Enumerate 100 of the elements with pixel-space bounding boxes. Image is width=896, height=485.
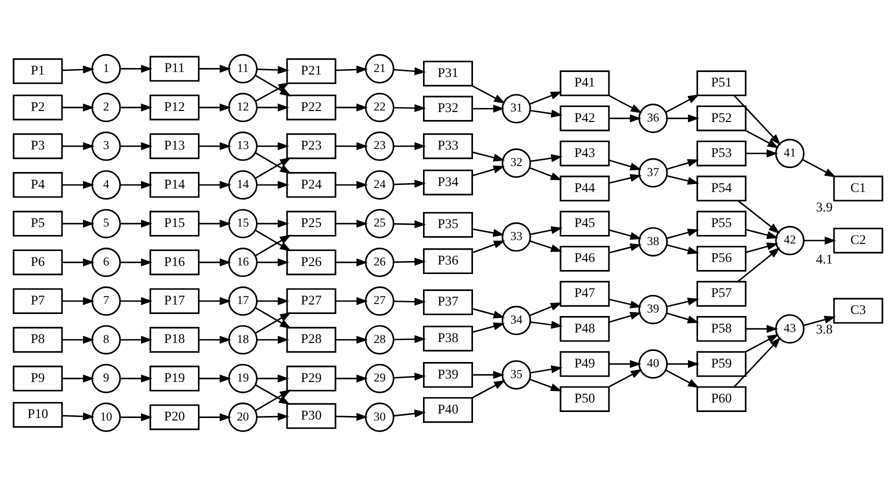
arrow <box>336 219 368 228</box>
arrow <box>666 228 700 239</box>
arrow <box>472 380 506 398</box>
node-circle: 28 <box>364 324 394 354</box>
arrow <box>120 374 152 382</box>
node-circle: 31 <box>502 93 532 123</box>
arrow <box>529 378 562 391</box>
arrow <box>802 158 836 177</box>
arrow <box>529 166 562 180</box>
arrow <box>529 302 562 316</box>
node-circle: 35 <box>502 360 532 390</box>
node-box: C2 <box>833 227 884 253</box>
arrow <box>336 102 368 111</box>
arrow <box>62 374 94 382</box>
node-box: P10 <box>12 401 63 428</box>
arrow <box>803 315 836 326</box>
arrow <box>393 409 426 417</box>
node-box: P52 <box>696 104 746 131</box>
node-box: P37 <box>423 288 473 315</box>
node-circle: 40 <box>638 348 668 378</box>
node-circle: 4 <box>91 170 121 200</box>
node-box: P50 <box>560 386 610 412</box>
node-box: P57 <box>696 280 746 306</box>
arrow <box>255 82 290 102</box>
node-box: P42 <box>560 104 610 131</box>
arrow <box>472 165 505 176</box>
node-box: P1 <box>12 58 63 84</box>
node-box: P22 <box>286 94 336 120</box>
node-box: P55 <box>696 210 746 236</box>
node-box: P7 <box>12 288 63 314</box>
arrow <box>734 336 781 387</box>
node-circle: 42 <box>775 225 805 255</box>
node-box: P38 <box>423 325 473 351</box>
node-box: P26 <box>286 248 336 275</box>
arrow <box>256 258 290 266</box>
node-box: P51 <box>696 70 746 96</box>
arrow <box>530 109 563 118</box>
arrow <box>608 298 642 308</box>
arrow <box>608 94 642 113</box>
arrow <box>255 156 292 178</box>
node-box: P44 <box>560 175 610 201</box>
node-circle: 6 <box>91 247 121 277</box>
node-box: P14 <box>150 172 200 198</box>
node-box: P18 <box>150 326 200 352</box>
arrow <box>666 174 700 184</box>
node-box: P21 <box>286 58 336 84</box>
node-box: P12 <box>150 94 200 120</box>
arrow <box>198 374 232 382</box>
arrow <box>745 334 779 352</box>
arrow <box>666 244 700 254</box>
arrow <box>255 229 292 251</box>
arrow <box>394 220 426 228</box>
node-box: P28 <box>286 326 336 352</box>
arrow <box>609 360 642 368</box>
node-box: P24 <box>286 172 336 198</box>
arrow <box>608 368 642 387</box>
arrow <box>394 142 426 150</box>
arrow <box>198 180 232 188</box>
node-box: P41 <box>560 70 610 96</box>
node-label: 3.8 <box>816 321 833 336</box>
node-circle: 39 <box>638 294 668 324</box>
arrow <box>608 242 642 253</box>
arrow <box>734 94 781 145</box>
arrow <box>666 158 700 170</box>
node-box: P17 <box>150 288 200 314</box>
node-box: P23 <box>286 132 336 159</box>
node-box: P60 <box>696 386 746 412</box>
arrow <box>472 104 505 112</box>
node-circle: 33 <box>502 222 532 252</box>
node-circle: 12 <box>228 92 258 122</box>
arrow <box>394 179 426 188</box>
node-box: P58 <box>696 316 746 342</box>
arrow <box>255 312 292 334</box>
arrow <box>198 64 232 72</box>
arrow <box>530 154 563 162</box>
node-box: P32 <box>423 95 473 122</box>
node-circle: 41 <box>775 138 805 168</box>
arrow <box>198 258 232 266</box>
arrow <box>667 360 700 368</box>
arrow <box>62 180 94 188</box>
node-circle: 9 <box>91 363 121 393</box>
arrow <box>255 306 292 328</box>
arrow <box>336 65 368 74</box>
arrow <box>198 102 232 111</box>
node-circle: 20 <box>228 402 258 432</box>
node-circle: 22 <box>364 92 394 122</box>
arrow <box>62 335 94 344</box>
arrow <box>394 372 426 380</box>
node-circle: 16 <box>228 247 258 277</box>
arrow <box>255 384 290 404</box>
node-box: P5 <box>12 210 63 236</box>
node-box: P13 <box>150 132 200 159</box>
node-box: P20 <box>150 404 200 430</box>
arrow <box>62 219 94 228</box>
node-circle: 36 <box>638 103 668 133</box>
node-box: P43 <box>560 140 610 166</box>
arrow <box>336 335 368 344</box>
node-box: P46 <box>560 245 610 272</box>
node-box: P54 <box>696 175 746 201</box>
arrow <box>255 152 292 174</box>
